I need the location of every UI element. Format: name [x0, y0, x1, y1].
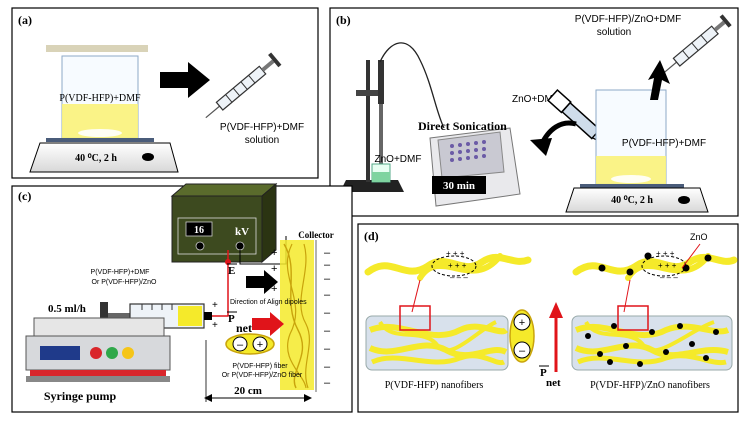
panel-c-label: (c): [18, 189, 31, 203]
output-a-line2: solution: [245, 135, 279, 146]
svg-text:–: –: [324, 289, 331, 301]
output-a-line1: P(VDF-HFP)+DMF: [220, 122, 304, 133]
syringe-pump: [25, 317, 171, 382]
svg-text:–: –: [324, 325, 331, 337]
p-net-sub: net: [236, 321, 252, 335]
hv-wire: [212, 250, 229, 317]
surface-minus: – – –: [450, 273, 468, 282]
zno-label: ZnO: [690, 232, 708, 242]
sonication-device: [429, 127, 521, 207]
svg-text:–: –: [324, 247, 331, 259]
p-net-arrow: [252, 312, 284, 336]
panel-a: (a) P(VDF-HFP)+DMF 40 ⁰C, 2 h P(VDF: [11, 7, 319, 179]
timer-display: 30 min: [443, 180, 475, 192]
collector-label: Collector: [298, 230, 333, 240]
svg-text:+: +: [519, 317, 525, 329]
zno-dmf-label: ZnO+DMF: [512, 94, 559, 105]
distance-label: 20 cm: [234, 385, 262, 397]
svg-text:–: –: [324, 343, 331, 355]
p-net-up-head: [549, 302, 563, 318]
fiber-mat-right: [571, 305, 733, 371]
p-net-d-sub: net: [546, 377, 561, 389]
surface-inner: + + +: [448, 261, 467, 270]
fiber-strand-left: + + + + + + – – –: [364, 249, 532, 282]
surface-plus: + + +: [446, 249, 465, 258]
sonicator-stand: [340, 42, 445, 192]
output-b-line1: P(VDF-HFP)/ZnO+DMF: [575, 14, 681, 25]
caption-left: P(VDF-HFP) nanofibers: [385, 380, 484, 391]
solution-label-line2: Or P(VDF-HFP)/ZnO: [92, 279, 157, 286]
vertical-dipole: + –: [509, 309, 535, 363]
svg-text:+ + +: + + +: [658, 261, 677, 270]
p-net-label: P: [228, 313, 235, 325]
zno-dmf-beaker: ZnO+DMF: [375, 154, 422, 165]
beaker-a: [61, 55, 139, 139]
condition-b: 40 ⁰C, 2 h: [611, 195, 653, 206]
curved-arrow-head: [530, 138, 552, 156]
svg-text:–: –: [519, 345, 526, 357]
collector-minus-signs: ––– ––– –––: [324, 247, 331, 389]
fiber-label-line2: Or P(VDF-HFP)/ZnO fiber: [222, 372, 303, 379]
output-b-line2: solution: [597, 27, 631, 38]
panel-c: (c) 16 kV Collector ––– –––: [11, 182, 353, 413]
panel-d-label: (d): [364, 229, 379, 243]
fiber-label-line1: P(VDF-HFP) fiber: [232, 363, 288, 370]
plus-sign-1: +: [212, 300, 218, 311]
syringe-icon-b: [662, 14, 732, 75]
svg-text:–: –: [324, 273, 331, 285]
syringe-icon-a: [205, 52, 282, 119]
panel-b: (b) P(VDF-HFP)/ZnO+DMF solution ZnO+DMF: [329, 7, 739, 217]
beaker-b: [595, 89, 667, 185]
device-title: Direct Sonication: [418, 119, 507, 133]
syringe-pump-label: Syringe pump: [44, 389, 117, 403]
svg-text:+: +: [257, 339, 263, 351]
condition-a: 40 ⁰C, 2 h: [75, 153, 117, 164]
beaker-a-text: P(VDF-HFP)+DMF: [59, 93, 141, 104]
svg-text:+: +: [271, 247, 277, 259]
svg-text:–: –: [237, 339, 244, 351]
hotplate-a: [29, 138, 179, 173]
svg-text:+: +: [271, 283, 277, 295]
fiber-mat-left: [365, 305, 509, 371]
svg-text:+ + +: + + +: [656, 249, 675, 258]
p-net-d-label: P: [540, 367, 547, 379]
fiber-strand-right: + + + + + + – – –: [572, 249, 738, 282]
e-field-arrow: [246, 270, 278, 294]
beaker-lid: [46, 45, 148, 52]
power-supply: [170, 182, 278, 264]
svg-text:–: –: [324, 377, 331, 389]
caption-right: P(VDF-HFP)/ZnO nanofibers: [590, 380, 710, 391]
voltage-unit: kV: [235, 226, 249, 238]
collector-plate: [280, 240, 317, 392]
svg-text:–: –: [324, 259, 331, 271]
solution-label-line1: P(VDF-HFP)+DMF: [91, 269, 150, 276]
beaker-b-text: P(VDF-HFP)+DMF: [622, 138, 706, 149]
zno-pointer: [681, 243, 701, 269]
collector-plus-signs: + + +: [271, 247, 277, 295]
svg-text:–: –: [324, 361, 331, 373]
flow-rate: 0.5 ml/h: [48, 303, 86, 315]
panel-b-label: (b): [336, 13, 351, 27]
panel-d: (d) + + + + + + – – – P(VDF-HFP) nanofib…: [357, 223, 739, 413]
svg-text:+: +: [271, 263, 277, 275]
hotplate-b: [565, 184, 709, 213]
up-arrow-b: [648, 60, 670, 100]
svg-text:–: –: [324, 307, 331, 319]
voltage-value: 16: [194, 225, 204, 236]
plus-sign-2: +: [212, 320, 218, 331]
panel-a-label: (a): [18, 13, 32, 27]
svg-text:– – –: – – –: [660, 273, 678, 282]
dipole-direction-label: Direction of Align dipoles: [230, 299, 307, 306]
e-field-label: E: [228, 265, 235, 277]
dipole-icon: – +: [225, 333, 275, 355]
process-arrow-a: [160, 62, 210, 98]
